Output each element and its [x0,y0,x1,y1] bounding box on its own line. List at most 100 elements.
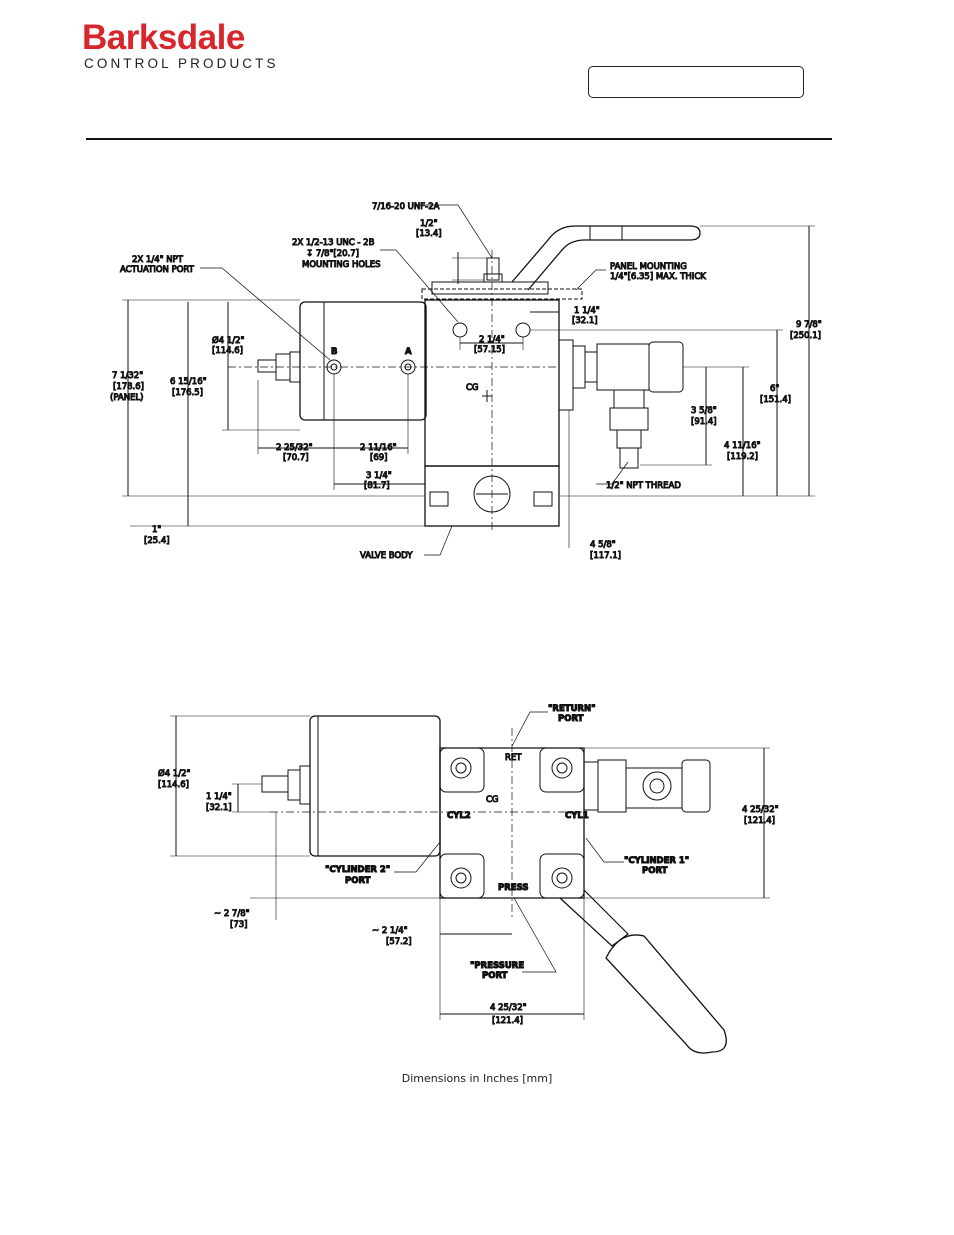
label-return-1: "RETURN" [548,704,596,714]
mark-cyl1: CYL1 [565,811,589,821]
leader-mounting [380,249,459,323]
label-2-25-32: 2 25/32" [276,443,313,453]
body-corner [439,853,485,899]
body-bolt [455,872,467,884]
label-2-11-16-mm: [69] [370,453,387,463]
label-press-1: "PRESSURE [470,961,524,971]
label-9-7-8-mm: [250.1] [790,331,821,341]
label-2-11-16: 2 11/16" [360,443,397,453]
label-npt-thread: 1/2" NPT THREAD [606,481,681,491]
fitting-nut [572,345,586,389]
fitting-down [613,389,645,409]
label-mount-2: ↧ 7/8"[20.7] [306,249,359,259]
valve-stem [486,257,500,281]
label-return-2: PORT [558,714,584,724]
label-1-1-4: 1 1/4" [206,792,232,802]
label-half: 1/2" [420,219,438,229]
label-cyl1-2: PORT [642,866,668,876]
leader-thread [412,204,493,259]
label-3-1-4: 3 1/4" [366,471,392,481]
label-mount-1: 2X 1/2-13 UNC - 2B [292,238,375,248]
label-cyl2-2: PORT [345,876,371,886]
mark-ret: RET [505,753,522,763]
label-half-mm: [13.4] [416,229,442,239]
label-act-1: 2X 1/4" NPT [132,255,184,265]
fitting-cap [681,759,711,813]
brand-logo: Barksdale [82,18,245,57]
label-1-1-4-mm: [32.1] [206,803,232,813]
label-6-15-16-mm: [176.5] [172,388,203,398]
label-panel-1: PANEL MOUNTING [610,262,687,272]
fitting-tee [596,343,650,391]
label-6-mm: [151.4] [760,395,791,405]
label-2-25-32-mm: [70.7] [283,453,309,463]
label-2-1-4: 2 1/4" [479,335,505,345]
label-4-25-32-b-mm: [121.4] [492,1016,523,1026]
mounting-hole [515,322,531,338]
body-bolt [455,762,467,774]
body-bolt [556,762,568,774]
body-bolt [533,491,553,507]
panel-mounting-outline [421,288,583,300]
leader-return [511,711,548,747]
label-dia-mm: [114.6] [158,780,189,790]
valve-handle [511,225,701,291]
fitting-flange [583,761,599,811]
body-corner [539,853,585,899]
fitting-nut [584,351,598,383]
leader-press [513,897,557,973]
body-bolt [551,867,573,889]
body-bolt [450,867,472,889]
label-cyl1-1: "CYLINDER 1" [624,856,689,866]
actuator-cylinder [299,301,427,421]
label-thread: 7/16-20 UNF-2A [372,202,440,212]
label-dia: Ø4 1/2" [212,335,244,346]
label-cg: CG [486,795,499,805]
actuator-shaft [261,775,289,793]
body-corner [439,747,485,793]
fitting-cap [648,341,684,393]
part-number-box [588,66,804,98]
actuator-nut [287,769,301,801]
leader-body [424,525,453,556]
label-panel-note: (PANEL) [110,393,144,403]
label-7-1-32: 7 1/32" [112,371,143,381]
label-port-a: A [405,347,412,357]
mark-cyl2: CYL2 [447,811,471,821]
label-1-1-4: 1 1/4" [574,306,600,316]
label-2-7-8-mm: [73] [230,920,247,930]
label-4-25-32: 4 25/32" [742,805,779,815]
fitting-hex [609,407,649,431]
fitting-port [642,771,672,801]
body-bolt [556,872,568,884]
label-6: 6" [770,384,779,394]
fitting-port [649,778,665,794]
leader-cyl1 [585,837,624,863]
label-3-1-4-mm: [81.7] [364,481,390,491]
label-panel-2: 1/4"[6.35] MAX. THICK [610,272,706,282]
label-1-mm: [25.4] [144,536,170,546]
label-port-b: B [331,347,337,357]
label-4-11-16: 4 11/16" [724,441,761,451]
handle-grip [605,934,727,1054]
label-dia-mm: [114.6] [212,346,243,356]
label-mount-3: MOUNTING HOLES [302,260,381,270]
valve-cap [431,281,549,295]
label-3-5-8: 3 5/8" [691,406,717,416]
label-1-1-4-mm: [32.1] [572,316,598,326]
body-bolt [450,757,472,779]
label-1: 1" [152,525,161,535]
header-rule [86,138,832,140]
label-2-1-4-mm: [57.2] [386,937,412,947]
leader-panel [575,269,606,291]
mark-press: PRESS [498,883,528,893]
body-bolt [429,491,449,507]
label-press-2: PORT [482,971,508,981]
label-cg: CG [466,383,479,393]
label-6-15-16: 6 15/16" [170,377,207,387]
label-4-5-8: 4 5/8" [590,540,616,550]
bottom-view [170,711,770,1054]
label-dia: Ø4 1/2" [158,768,190,779]
label-7-1-32-mm: [178.6] [113,382,144,392]
